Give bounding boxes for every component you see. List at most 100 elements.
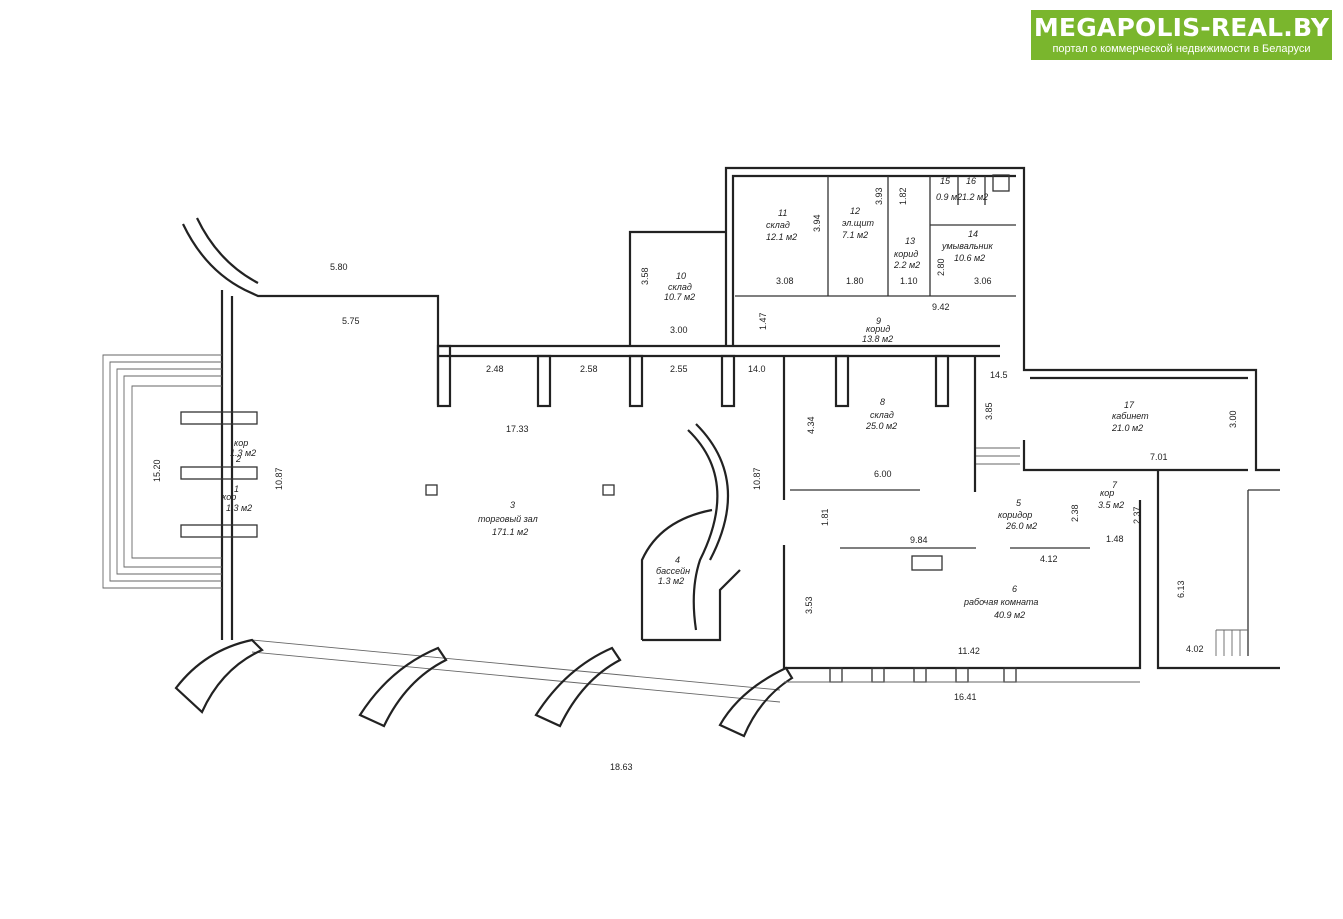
slab-1 xyxy=(180,411,258,425)
dim-14-5: 14.5 xyxy=(990,370,1008,380)
room-14-num: 14 xyxy=(968,229,978,239)
pier-6-1 xyxy=(829,667,843,683)
room-9-num: 9 xyxy=(876,316,881,326)
dim-18-63: 18.63 xyxy=(610,762,633,772)
room-1-num: 1 xyxy=(234,484,239,494)
curved-pier-3 xyxy=(534,646,622,728)
room-5-num: 5 xyxy=(1016,498,1022,508)
curved-pier-2 xyxy=(358,646,448,728)
room-17-name: кабинет xyxy=(1112,411,1149,421)
dim-15-20: 15.20 xyxy=(152,459,162,482)
column-5 xyxy=(834,354,850,408)
dim-3-93: 3.93 xyxy=(874,187,884,205)
dim-6-13: 6.13 xyxy=(1176,580,1186,598)
room-7-num: 7 xyxy=(1112,480,1118,490)
room-11-name: склад xyxy=(766,220,790,230)
dim-3-58: 3.58 xyxy=(640,267,650,285)
dim-5-80: 5.80 xyxy=(330,262,348,272)
dim-5-75: 5.75 xyxy=(342,316,360,326)
column-3 xyxy=(628,354,644,408)
dim-2-58: 2.58 xyxy=(580,364,598,374)
dim-3-00-room17: 3.00 xyxy=(1228,410,1238,428)
room-13-name: корид xyxy=(894,249,918,259)
dim-1-80: 1.80 xyxy=(846,276,864,286)
dim-6-00: 6.00 xyxy=(874,469,892,479)
wall-room-10 xyxy=(628,230,726,346)
room-2-name: кор xyxy=(234,438,248,448)
room-6-area: 40.9 м2 xyxy=(994,610,1025,620)
dim-7-01: 7.01 xyxy=(1150,452,1168,462)
dim-1-48: 1.48 xyxy=(1106,534,1124,544)
room-9-name: корид xyxy=(866,324,890,334)
room-6-num: 6 xyxy=(1012,584,1017,594)
dim-3-06: 3.06 xyxy=(974,276,992,286)
site-logo[interactable]: MEGAPOLIS-REAL.BY портал о коммерческой … xyxy=(1031,10,1332,60)
dimension-labels: 5.80 5.75 2.48 2.58 2.55 14.0 17.33 10.8… xyxy=(152,187,1238,772)
dim-17-33: 17.33 xyxy=(506,424,529,434)
dim-10-87-right: 10.87 xyxy=(752,467,762,490)
slab-3 xyxy=(180,524,258,538)
pool-curve-inner xyxy=(695,423,729,561)
wall-south-line-2 xyxy=(251,651,781,703)
wall-far-right-inner xyxy=(1247,489,1280,656)
dim-3-94: 3.94 xyxy=(812,214,822,232)
room-11-area: 12.1 м2 xyxy=(766,232,797,242)
pier-6-4 xyxy=(955,667,969,683)
dim-1-10: 1.10 xyxy=(900,276,918,286)
column-6 xyxy=(934,354,950,408)
dim-3-85: 3.85 xyxy=(984,402,994,420)
hall-column-2 xyxy=(602,484,615,496)
dim-3-53: 3.53 xyxy=(804,596,814,614)
slab-2 xyxy=(180,466,258,480)
pool-wall-bottom xyxy=(642,569,741,642)
pier-6-2 xyxy=(871,667,885,683)
room-4-area: 1.3 м2 xyxy=(658,576,684,586)
logo-tagline: портал о коммерческой недвижимости в Бел… xyxy=(1052,43,1311,55)
toilet-fixture xyxy=(992,174,1010,192)
room-6-name: рабочая комната xyxy=(963,597,1038,607)
wall-room-17 xyxy=(1022,346,1280,472)
room-2-num: 2 xyxy=(235,454,241,464)
wall-upper-block xyxy=(724,166,1026,346)
room-7-name: кор xyxy=(1100,488,1114,498)
walls xyxy=(102,166,1280,738)
dim-2-37: 2.37 xyxy=(1132,506,1142,524)
dim-2-55: 2.55 xyxy=(670,364,688,374)
room-17-num: 17 xyxy=(1124,400,1135,410)
room-16-area: 1.2 м2 xyxy=(962,192,988,202)
hall-column-1 xyxy=(425,484,438,496)
room-14-area: 10.6 м2 xyxy=(954,253,985,263)
pier-6-3 xyxy=(913,667,927,683)
curved-pier-4 xyxy=(718,666,794,738)
room-11-num: 11 xyxy=(778,208,787,218)
room-15-num: 15 xyxy=(940,176,951,186)
stair-lines-5 xyxy=(975,447,1020,465)
curved-pier-1 xyxy=(174,638,264,714)
room-4-name: бассейн xyxy=(656,566,690,576)
room-10-name: склад xyxy=(668,282,692,292)
room-4-num: 4 xyxy=(675,555,680,565)
dim-14-0: 14.0 xyxy=(748,364,766,374)
dim-2-38: 2.38 xyxy=(1070,504,1080,522)
room-13-num: 13 xyxy=(905,236,915,246)
room-13-area: 2.2 м2 xyxy=(893,260,920,270)
terrace-step-4 xyxy=(123,375,222,568)
wall-13-14 xyxy=(929,176,1016,296)
wall-far-right xyxy=(1156,470,1280,670)
wall-room-17-south xyxy=(1022,440,1248,472)
column-1 xyxy=(436,344,452,408)
terrace-step-3 xyxy=(116,368,222,575)
dim-9-84: 9.84 xyxy=(910,535,928,545)
room-3-area: 171.1 м2 xyxy=(492,527,528,537)
dim-16-41: 16.41 xyxy=(954,692,977,702)
dim-1-81: 1.81 xyxy=(820,508,830,526)
dim-2-48: 2.48 xyxy=(486,364,504,374)
dim-10-87-left: 10.87 xyxy=(274,467,284,490)
room-1-name: кор xyxy=(222,492,236,502)
room-9-area: 13.8 м2 xyxy=(862,334,893,344)
room-8-name: склад xyxy=(870,410,894,420)
radiator xyxy=(911,555,943,571)
room-5-name: коридор xyxy=(998,510,1032,520)
logo-brand: MEGAPOLIS-REAL.BY xyxy=(1033,13,1330,42)
wall-upper-block-inner xyxy=(731,174,1016,346)
